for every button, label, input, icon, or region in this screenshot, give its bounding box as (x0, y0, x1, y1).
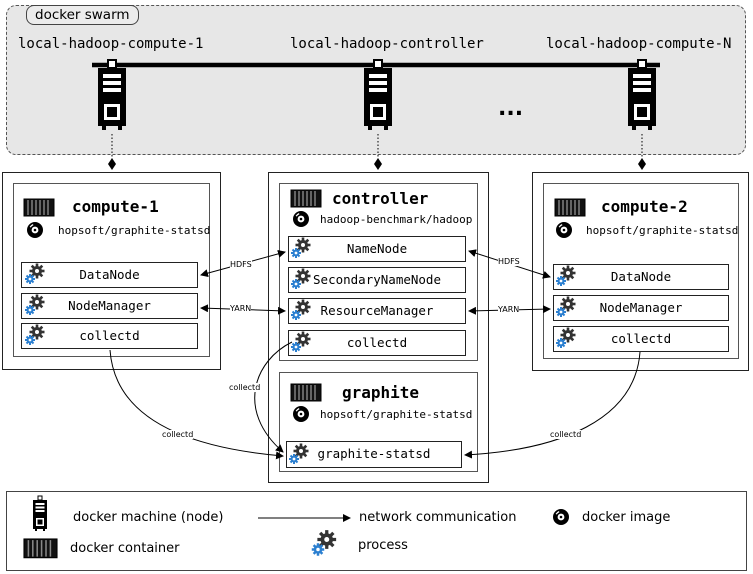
docker-image-icon-compute-2 (555, 221, 573, 239)
image-name-compute-2: hopsoft/graphite-statsd (586, 224, 739, 237)
edge-label-collectd-controller: collectd (229, 383, 261, 392)
process-datanode-compute-1: DataNode (21, 262, 198, 288)
docker-container-icon-compute-1 (23, 198, 55, 217)
gear-icon-collectd-controller (289, 330, 312, 354)
docker-swarm-label: docker swarm (26, 5, 139, 25)
legend-image-icon (552, 508, 570, 526)
docker-container-icon-graphite (290, 383, 322, 402)
docker-container-icon-compute-2 (554, 198, 586, 217)
edge-label-hdfs-2: HDFS (498, 257, 520, 266)
gear-icon-resourcemanager (289, 298, 312, 322)
process-resourcemanager: ResourceManager (288, 298, 466, 324)
more-hosts-ellipsis: ... (498, 96, 524, 121)
docker-machine-icon-compute-n (627, 59, 657, 131)
gear-icon-collectd-2 (554, 326, 577, 350)
process-datanode-compute-2: DataNode (553, 264, 729, 290)
legend-network-label: network communication (359, 510, 517, 525)
legend-container-icon (23, 538, 58, 559)
collectd-link-compute-1 (109, 349, 284, 460)
collectd-link-controller (254, 341, 293, 453)
edge-label-collectd-1: collectd (162, 430, 194, 439)
edge-label-collectd-2: collectd (550, 430, 582, 439)
process-nodemanager-compute-2: NodeManager (553, 295, 729, 321)
docker-machine-icon-compute-1 (97, 59, 127, 131)
edge-label-hdfs-1: HDFS (230, 260, 252, 269)
edge-label-yarn-1: YARN (230, 304, 252, 313)
gear-icon-datanode-2 (554, 264, 577, 288)
gear-icon-secondarynamenode (289, 267, 312, 291)
process-nodemanager-compute-1: NodeManager (21, 293, 198, 319)
image-name-compute-1: hopsoft/graphite-statsd (58, 224, 211, 237)
gear-icon-graphite-statsd (287, 442, 310, 466)
collectd-link-compute-2 (464, 351, 641, 459)
container-title-graphite: graphite (342, 383, 420, 402)
gear-icon-collectd-1 (23, 323, 46, 347)
legend-machine-label: docker machine (node) (73, 510, 224, 525)
host-name-controller: local-hadoop-controller (290, 36, 484, 52)
docker-machine-icon-controller (363, 59, 393, 131)
docker-image-icon-graphite (292, 405, 310, 423)
process-collectd-controller: collectd (288, 330, 466, 356)
legend (6, 491, 747, 571)
machine-link-diamonds (108, 158, 646, 170)
gear-icon-nodemanager-2 (554, 295, 577, 319)
host-name-compute-n: local-hadoop-compute-N (546, 36, 732, 52)
edge-label-yarn-2: YARN (498, 305, 520, 314)
gear-icon-datanode-1 (23, 262, 46, 286)
legend-container-label: docker container (70, 541, 180, 556)
legend-process-label: process (358, 538, 408, 553)
gear-icon-namenode (289, 236, 312, 260)
gear-icon-nodemanager-1 (23, 293, 46, 317)
process-collectd-compute-1: collectd (21, 323, 198, 349)
process-namenode: NameNode (288, 236, 466, 262)
image-name-controller: hadoop-benchmark/hadoop (320, 213, 473, 226)
host-name-compute-1: local-hadoop-compute-1 (18, 36, 204, 52)
docker-container-icon-controller (290, 189, 322, 208)
legend-process-icon (310, 528, 338, 558)
container-title-controller: controller (332, 189, 429, 208)
legend-machine-icon (32, 495, 48, 532)
docker-image-icon-compute-1 (26, 221, 44, 239)
process-collectd-compute-2: collectd (553, 326, 729, 352)
container-title-compute-1: compute-1 (72, 197, 159, 216)
legend-image-label: docker image (582, 510, 671, 525)
process-secondarynamenode: SecondaryNameNode (288, 267, 466, 293)
docker-image-icon-controller (292, 210, 310, 228)
container-title-compute-2: compute-2 (601, 197, 688, 216)
image-name-graphite: hopsoft/graphite-statsd (320, 408, 473, 421)
process-graphite-statsd: graphite-statsd (286, 441, 462, 468)
